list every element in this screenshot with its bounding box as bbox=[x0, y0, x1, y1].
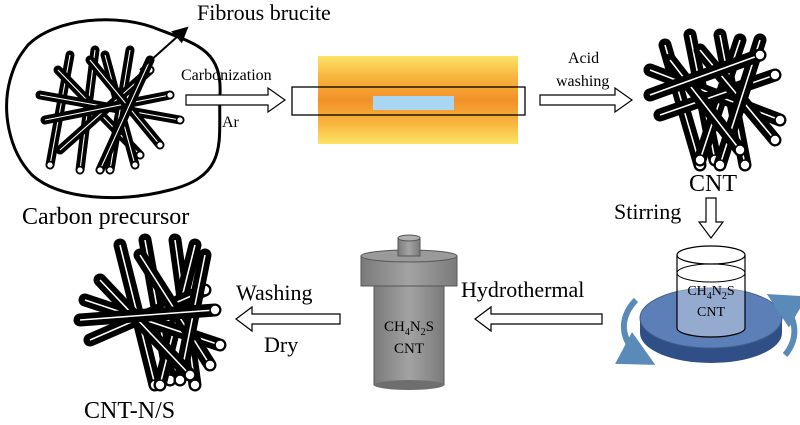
fibrous-brucite-label: Fibrous brucite bbox=[197, 0, 331, 25]
furnace-icon bbox=[291, 56, 526, 144]
rod-shape bbox=[653, 68, 782, 122]
autoclave-content: CNT bbox=[394, 341, 424, 357]
rotation-arrow-icon bbox=[615, 297, 656, 365]
stirring-label: Stirring bbox=[614, 199, 681, 224]
stir-plate bbox=[639, 287, 783, 363]
rod-shape bbox=[93, 273, 197, 382]
rod-bundle-icon bbox=[643, 28, 787, 172]
washing-dry-step: Washing Dry bbox=[235, 280, 341, 357]
sample-boat bbox=[373, 96, 454, 110]
process-arrow-icon bbox=[474, 305, 603, 333]
ar-label: Ar bbox=[222, 114, 240, 131]
rotation-arrow-icon bbox=[766, 293, 800, 357]
cnt-ns-group: CNT-N/S bbox=[73, 233, 227, 424]
carbon-precursor-label: Carbon precursor bbox=[22, 204, 189, 230]
beaker-content: CNT bbox=[697, 305, 725, 320]
cnt-group: CNT bbox=[643, 28, 787, 197]
hydrothermal-label: Hydrothermal bbox=[461, 277, 584, 302]
rod-shape bbox=[95, 55, 155, 175]
beaker-formula: CH4N2S bbox=[687, 284, 734, 302]
process-arrow-icon bbox=[697, 197, 725, 239]
rod-shape bbox=[40, 90, 175, 125]
dry-label: Dry bbox=[264, 332, 298, 357]
cnt-ns-label: CNT-N/S bbox=[84, 398, 175, 424]
stirring-step: Stirring bbox=[614, 197, 725, 239]
hydrothermal-step: Hydrothermal bbox=[461, 277, 603, 333]
rod-bundle-icon bbox=[35, 45, 185, 175]
process-arrow-icon bbox=[185, 86, 287, 114]
autoclave-formula: CH4N2S bbox=[384, 319, 434, 338]
process-arrow-icon bbox=[539, 86, 634, 114]
rod-shape bbox=[643, 48, 767, 102]
rod-shape bbox=[663, 53, 747, 157]
carbon-precursor-group: Fibrous brucite Carbon precursor bbox=[5, 0, 331, 230]
carbonization-label: Carbonization bbox=[181, 67, 272, 84]
furnace-tube bbox=[291, 86, 526, 116]
process-arrow-icon bbox=[235, 305, 341, 333]
carbonization-step: Carbonization Ar bbox=[181, 67, 287, 131]
beaker-icon: CH4N2S CNT bbox=[676, 245, 746, 338]
washing-label: Washing bbox=[236, 280, 312, 305]
rod-bundle-icon bbox=[73, 233, 227, 392]
rod-shape bbox=[85, 55, 165, 150]
stirring-setup: CH4N2S CNT bbox=[615, 245, 800, 365]
pointer-arrow bbox=[139, 26, 189, 71]
rod-shape bbox=[73, 303, 222, 327]
precursor-blob-outline bbox=[5, 18, 222, 200]
cnt-label: CNT bbox=[689, 171, 737, 197]
acid-washing-step: Acid washing bbox=[539, 50, 634, 114]
autoclave-icon: CH4N2S CNT bbox=[360, 234, 458, 390]
acid-label: Acid bbox=[568, 50, 599, 67]
washing-label-top: washing bbox=[556, 73, 609, 90]
